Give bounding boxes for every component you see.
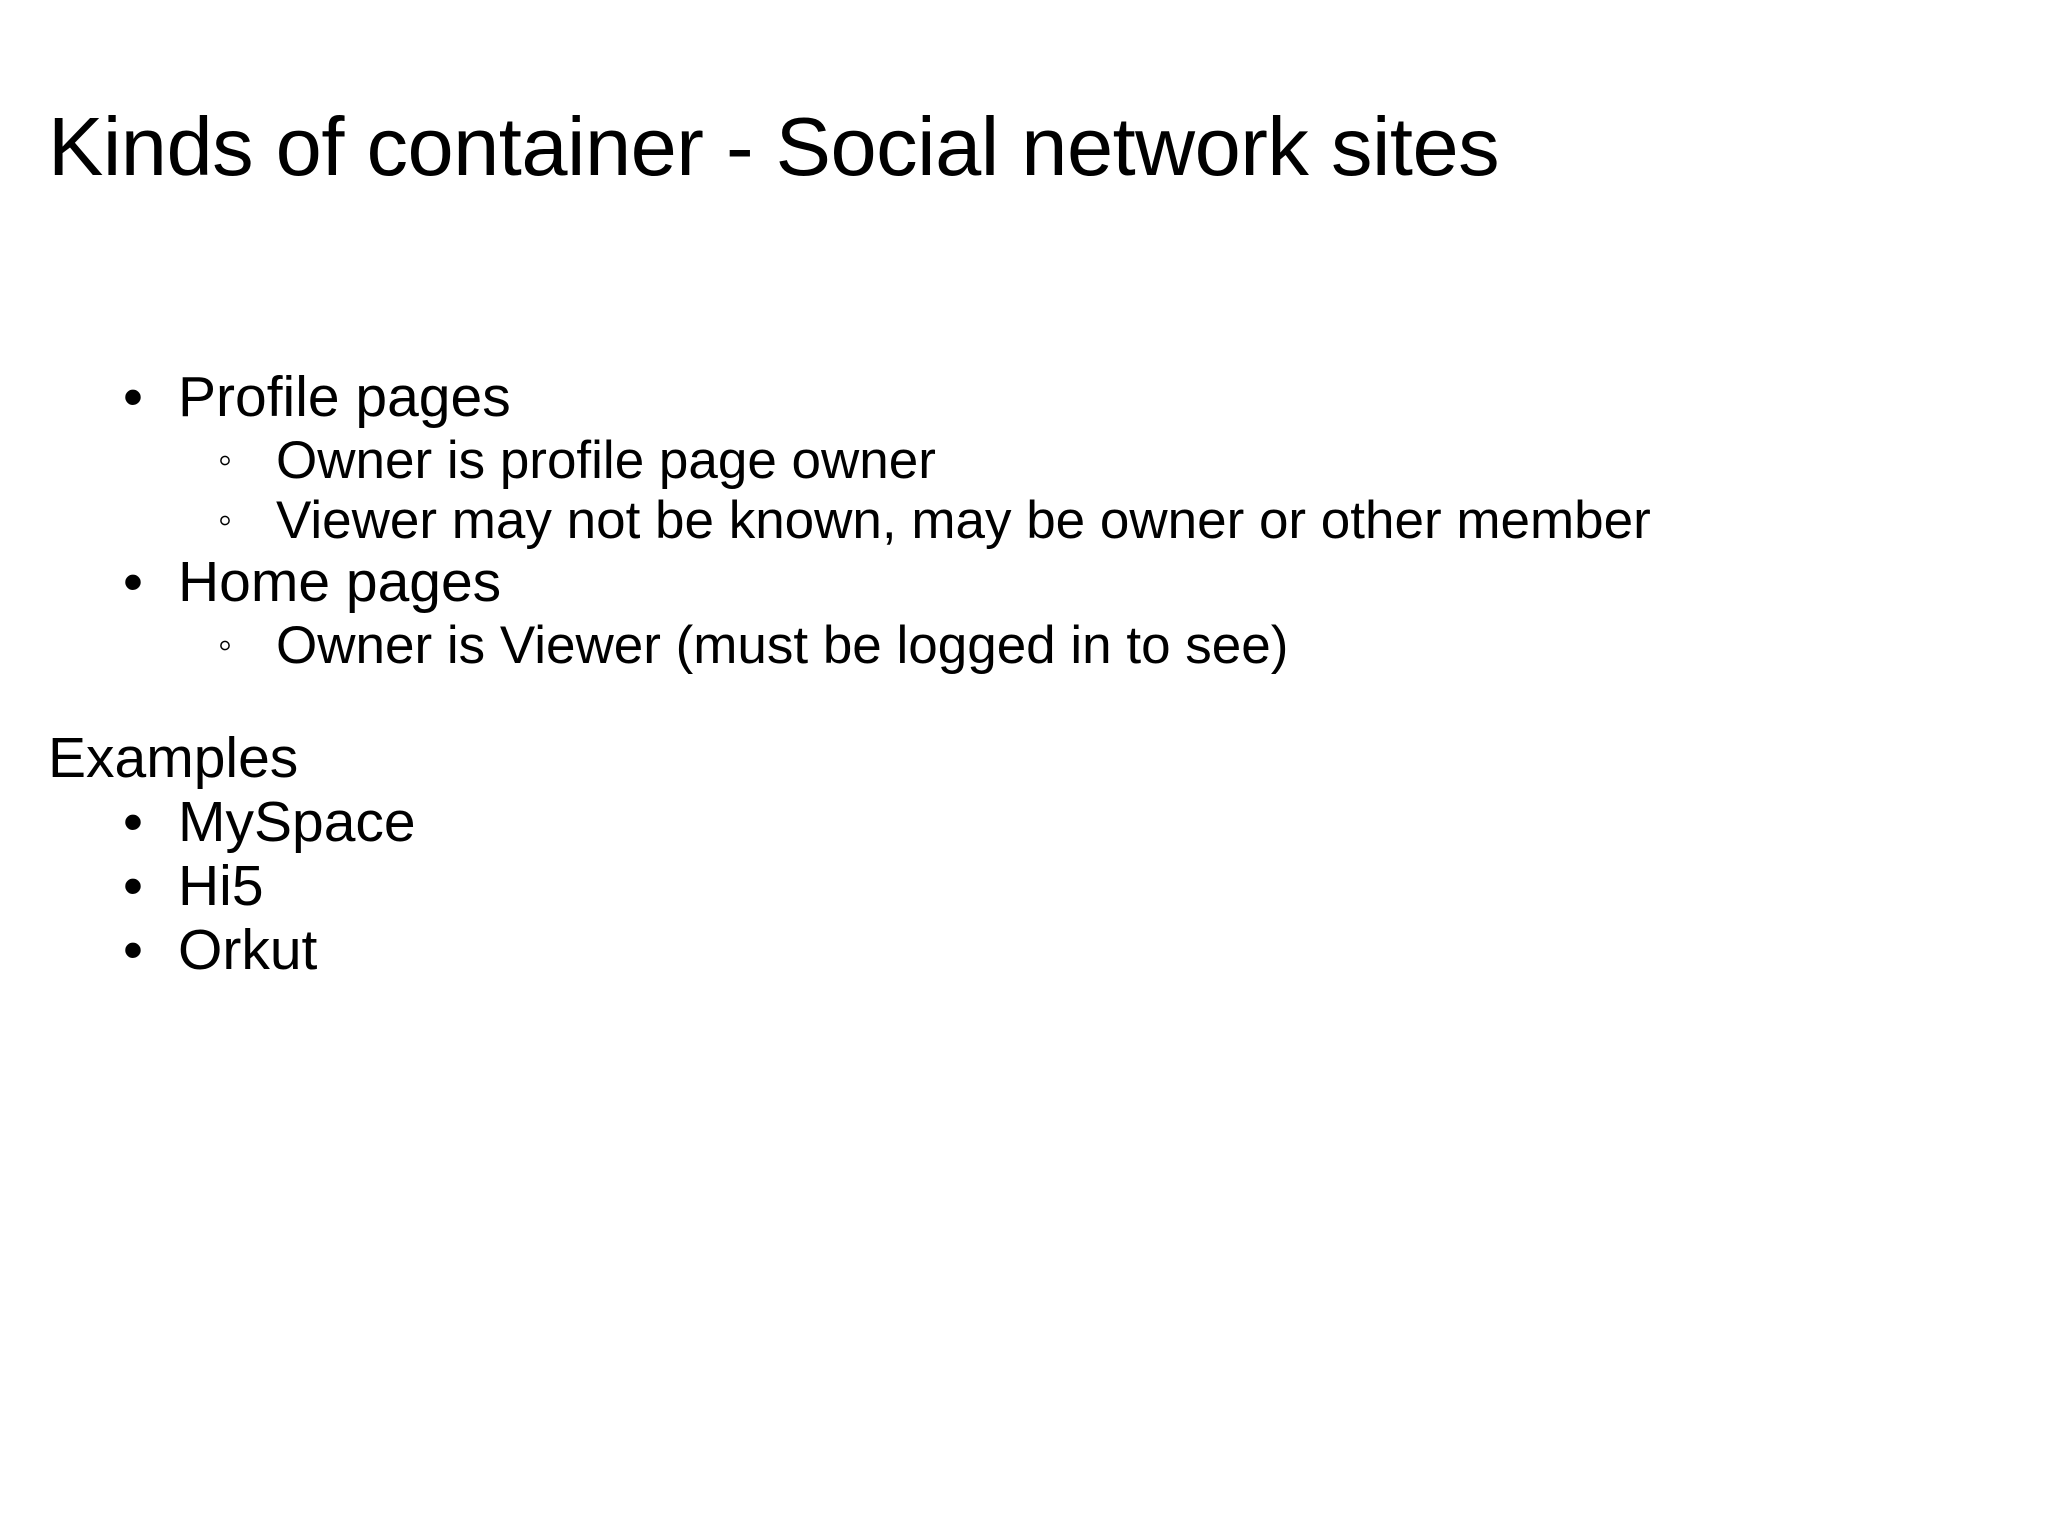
examples-heading: Examples [48, 725, 2008, 790]
page-title: Kinds of container - Social network site… [48, 99, 1500, 193]
list-item: • MySpace [48, 789, 2008, 854]
bullet-dot-icon: • [123, 789, 143, 854]
blank-line [48, 677, 2008, 729]
list-item-label: Orkut [178, 917, 318, 982]
list-item: • Profile pages [48, 365, 2008, 429]
list-item: • Orkut [48, 917, 2008, 982]
list-item-label: Profile pages [178, 365, 511, 429]
list-item: ◦ Owner is profile page owner [48, 431, 2008, 490]
bullet-dot-icon: • [123, 549, 143, 614]
examples-heading-label: Examples [48, 725, 299, 790]
list-item-label: MySpace [178, 789, 416, 854]
list-item-label: Home pages [178, 549, 502, 614]
bullet-dot-icon: • [123, 853, 143, 918]
bullet-dot-icon: • [123, 365, 143, 429]
list-item-label: Owner is profile page owner [276, 431, 936, 490]
list-item: • Home pages [48, 549, 2008, 614]
list-item: ◦ Owner is Viewer (must be logged in to … [48, 615, 2008, 675]
list-item-label: Viewer may not be known, may be owner or… [276, 491, 1651, 551]
list-item-label: Hi5 [178, 853, 264, 918]
list-item: ◦ Viewer may not be known, may be owner … [48, 492, 2008, 550]
bullet-dot-icon: • [123, 917, 143, 982]
list-item: • Hi5 [48, 853, 2008, 918]
bullet-circle-icon: ◦ [218, 622, 233, 667]
bullet-circle-icon: ◦ [218, 438, 233, 482]
slide-body-placeholder: • Profile pages ◦ Owner is profile page … [48, 365, 2008, 985]
list-item-label: Owner is Viewer (must be logged in to se… [276, 615, 1289, 675]
bullet-circle-icon: ◦ [218, 498, 233, 543]
